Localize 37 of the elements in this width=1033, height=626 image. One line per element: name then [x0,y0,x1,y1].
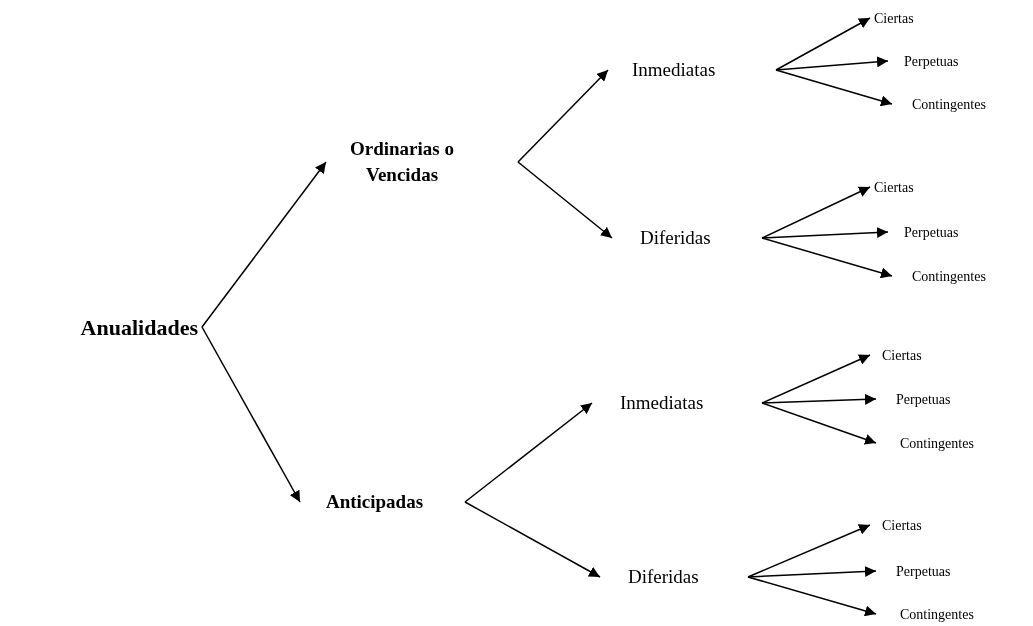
arrow [761,393,877,405]
arrow [775,69,893,107]
leaf-label: Perpetuas [896,562,951,581]
arrow [201,161,327,328]
leaf-label: Contingentes [912,267,986,286]
arrow [201,326,301,503]
leaf-label: Ciertas [874,178,914,197]
arrow [517,161,613,239]
arrow [747,524,871,578]
leaf-label: Ciertas [874,9,914,28]
arrow [775,56,889,71]
category-label: Inmediatas [620,390,704,415]
leaf-label: Contingentes [900,434,974,453]
arrow [761,237,893,279]
arrow [761,402,877,445]
category-label: Inmediatas [632,57,716,82]
category-label: Diferidas [640,225,711,250]
arrow [464,501,601,578]
arrow [761,186,871,239]
category-label: Anticipadas [325,489,424,514]
arrow [747,566,877,578]
arrow [747,576,877,617]
leaf-label: Perpetuas [904,52,959,71]
leaf-label: Perpetuas [896,390,951,409]
category-label: Diferidas [628,564,699,589]
leaf-label: Contingentes [912,95,986,114]
arrow [761,354,871,404]
leaf-label: Contingentes [900,605,974,624]
category-label: Anualidades [80,313,198,342]
arrow [464,402,593,503]
category-label: Ordinarias o Vencidas [349,137,455,187]
arrow [761,227,889,239]
arrow [517,69,609,163]
arrow [775,17,871,71]
leaf-label: Ciertas [882,516,922,535]
leaf-label: Perpetuas [904,223,959,242]
leaf-label: Ciertas [882,346,922,365]
